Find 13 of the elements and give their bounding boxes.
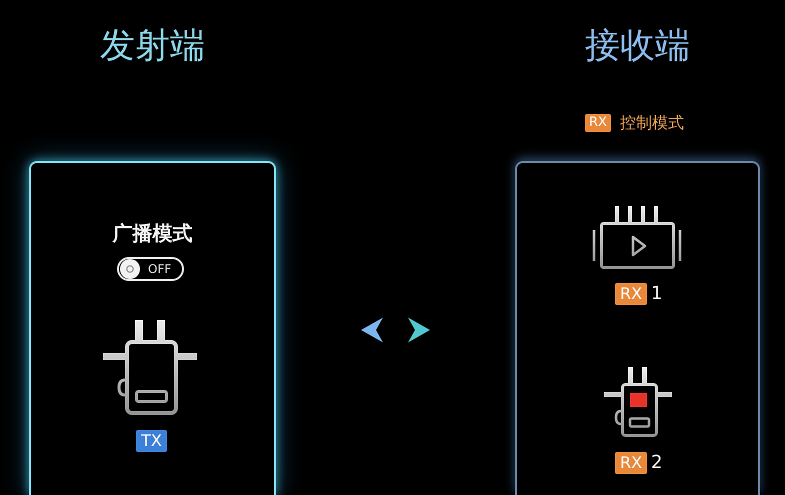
- rx-badge: RX: [585, 114, 611, 132]
- rx-badge: RX: [615, 283, 647, 305]
- tx-badge: TX: [136, 430, 167, 452]
- section-heading: 接收端: [584, 25, 691, 67]
- toggle-switch: OFF: [117, 257, 184, 281]
- channel-number: 1: [651, 282, 664, 306]
- transmitter-panel: [29, 161, 276, 495]
- receiver-panel: [515, 161, 760, 495]
- rx-badge: RX: [615, 452, 647, 474]
- mode-title: 广播模式: [111, 221, 194, 245]
- channel-number: 2: [651, 451, 664, 475]
- section-heading: 发射端: [99, 25, 206, 67]
- mode-label: 控制模式: [620, 112, 685, 134]
